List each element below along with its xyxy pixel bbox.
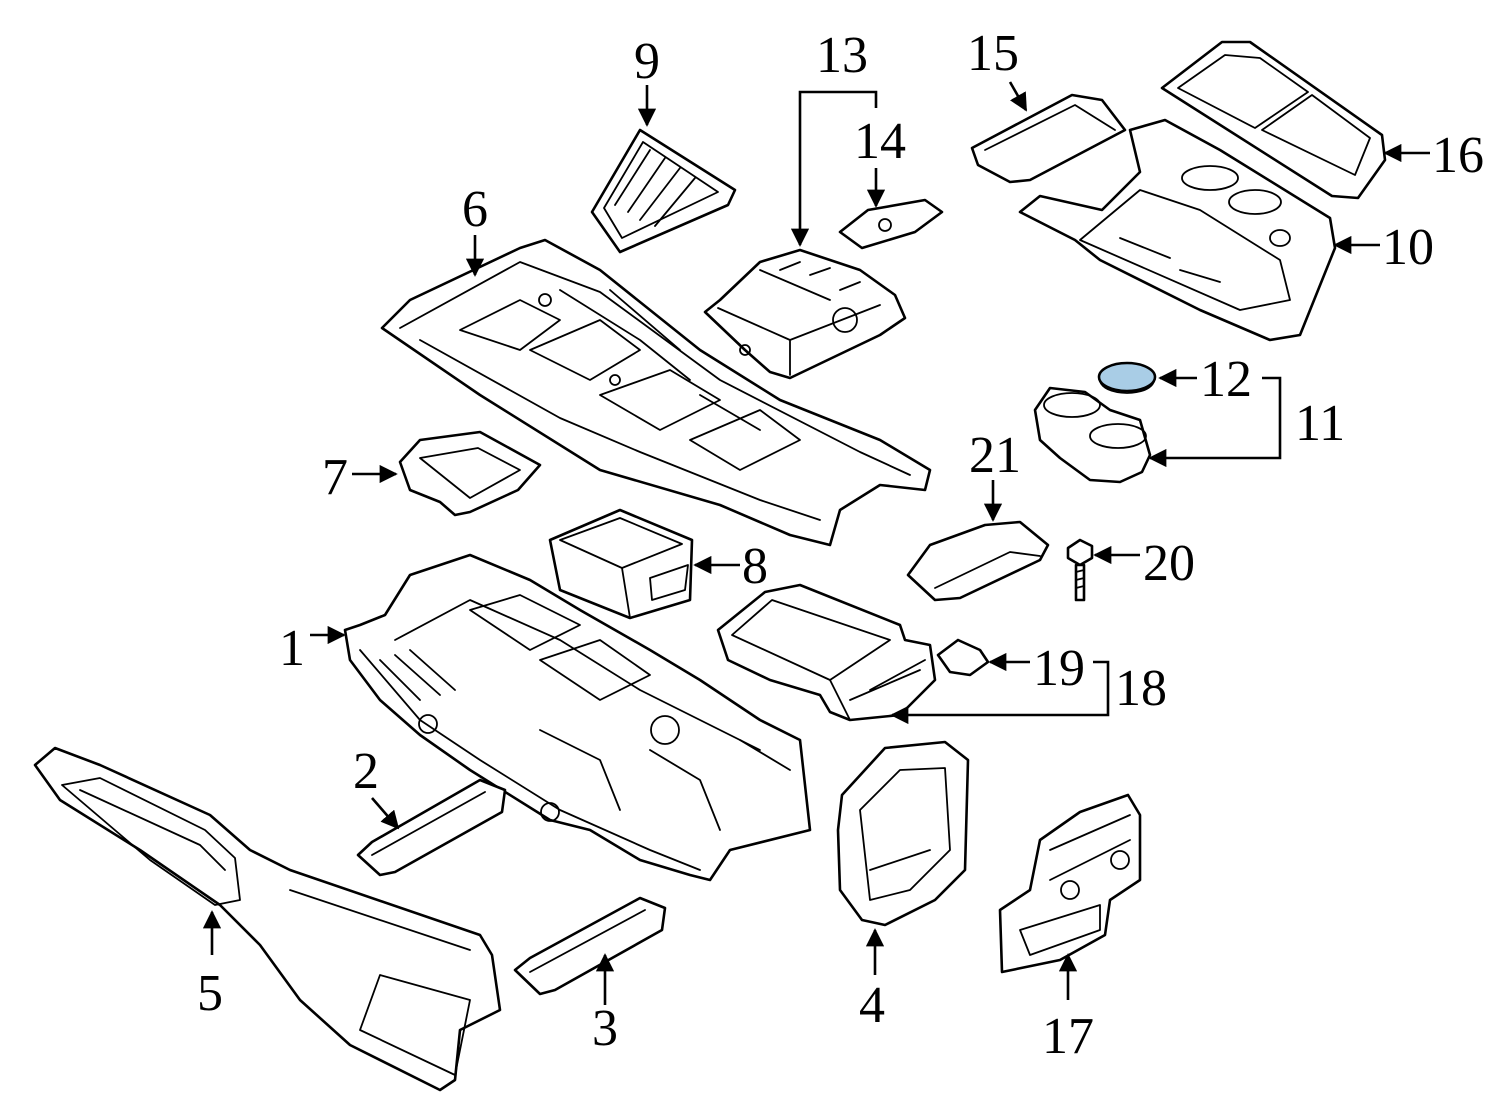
callout-16[interactable]: 16 — [1432, 127, 1484, 184]
part-21-armrest-pad[interactable] — [906, 520, 1050, 602]
part-4-rear-bracket[interactable] — [836, 740, 970, 927]
part-1-console-base[interactable] — [343, 553, 812, 882]
callout-2[interactable]: 2 — [353, 743, 379, 800]
part-3-support-rail[interactable] — [513, 896, 667, 996]
callout-19[interactable]: 19 — [1033, 640, 1085, 697]
callout-20[interactable]: 20 — [1143, 535, 1195, 592]
callout-21[interactable]: 21 — [969, 427, 1021, 484]
callout-8[interactable]: 8 — [742, 538, 768, 595]
callout-18[interactable]: 18 — [1115, 660, 1167, 717]
callout-11[interactable]: 11 — [1295, 395, 1345, 452]
callout-14[interactable]: 14 — [854, 113, 906, 170]
part-13-shifter-housing[interactable] — [703, 248, 907, 380]
callout-4[interactable]: 4 — [859, 977, 885, 1034]
callout-6[interactable]: 6 — [462, 181, 488, 238]
part-19-clip[interactable] — [936, 638, 990, 677]
part-5-outer-trim[interactable] — [33, 746, 502, 1092]
part-11-cupholder[interactable] — [1033, 386, 1152, 484]
part-20-bolt[interactable] — [1066, 538, 1094, 602]
callout-1[interactable]: 1 — [279, 620, 305, 677]
callout-17[interactable]: 17 — [1042, 1008, 1094, 1065]
callout-10[interactable]: 10 — [1382, 219, 1434, 276]
callout-3[interactable]: 3 — [592, 1000, 618, 1057]
leader-lines — [202, 81, 1430, 1005]
callout-13[interactable]: 13 — [816, 27, 868, 84]
callout-15[interactable]: 15 — [967, 25, 1019, 82]
part-18-armrest-assembly[interactable] — [716, 583, 937, 722]
part-15-lid[interactable] — [970, 93, 1127, 184]
part-12-insert[interactable] — [1097, 361, 1157, 394]
callout-5[interactable]: 5 — [197, 965, 223, 1022]
callout-9[interactable]: 9 — [634, 33, 660, 90]
part-7-bracket[interactable] — [398, 430, 542, 517]
part-6-console-carrier[interactable] — [380, 238, 932, 547]
callout-12[interactable]: 12 — [1200, 351, 1252, 408]
part-16-trim-bezel[interactable] — [1160, 40, 1387, 200]
callout-labels: 9 13 14 15 16 6 10 12 11 21 7 20 8 1 19 … — [197, 25, 1484, 1065]
part-9-storage-tray[interactable] — [590, 128, 737, 254]
part-17-rear-panel[interactable] — [998, 793, 1142, 974]
callout-7[interactable]: 7 — [322, 449, 348, 506]
part-14-trim-cover[interactable] — [838, 198, 944, 250]
part-10-cupholder-trim[interactable] — [1018, 118, 1337, 342]
part-2-support-rail[interactable] — [356, 778, 507, 877]
part-8-storage-bin[interactable] — [548, 508, 694, 620]
